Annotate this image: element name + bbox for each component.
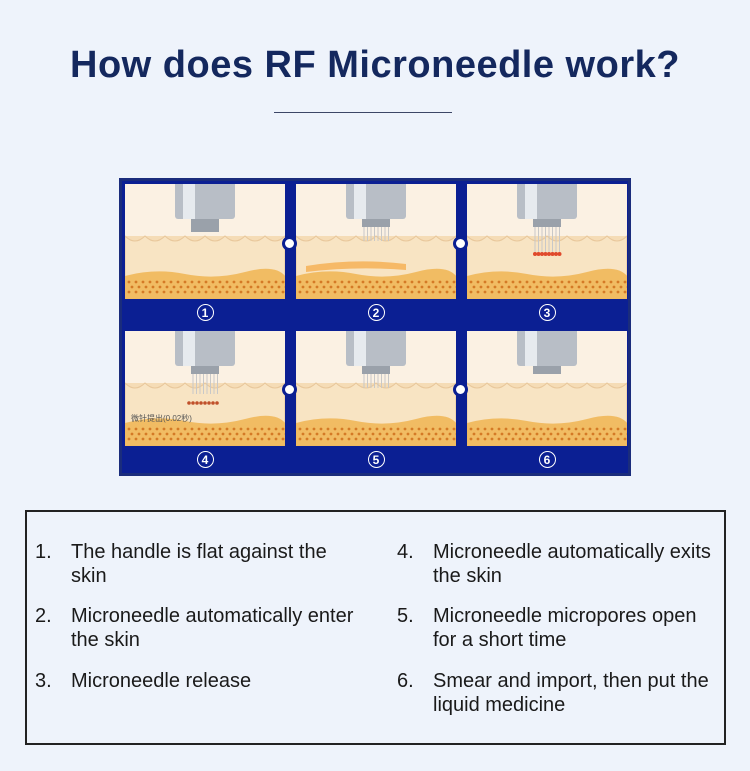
diagram-panel-2 <box>296 184 456 299</box>
panel-number-bar: 4 <box>122 446 288 473</box>
steps-list: 1. The handle is flat against the skin 2… <box>25 510 726 745</box>
microneedle-illustration <box>467 184 627 299</box>
title-divider <box>274 112 452 113</box>
step-text: Smear and import, then put the liquid me… <box>433 670 709 716</box>
step-4: 4. Microneedle automatically exits the s… <box>397 540 715 588</box>
step-number-badge: 3 <box>538 304 556 321</box>
panel-number-bar: 5 <box>293 446 459 473</box>
step-number: 3. <box>35 670 52 692</box>
step-text: Microneedle automatically exits the skin <box>433 541 711 587</box>
microneedle-illustration <box>296 184 456 299</box>
diagram-panel-4: 微针提出(0.02秒) <box>125 331 285 446</box>
microneedle-illustration <box>125 331 285 446</box>
panel-connector-dot <box>453 236 468 251</box>
panel-connector-dot <box>282 236 297 251</box>
microneedle-illustration <box>125 184 285 299</box>
diagram-panel-3 <box>467 184 627 299</box>
rf-microneedle-diagram: 1 2 3 微针提出(0.02秒) 4 5 6 <box>119 178 631 476</box>
step-text: Microneedle micropores open for a short … <box>433 605 697 651</box>
step-3: 3. Microneedle release <box>35 669 365 693</box>
panel-number-bar: 2 <box>293 299 459 326</box>
diagram-panel-6 <box>467 331 627 446</box>
step-number: 4. <box>397 541 414 563</box>
microneedle-illustration <box>296 331 456 446</box>
diagram-panel-1 <box>125 184 285 299</box>
page-title: How does RF Microneedle work? <box>70 44 680 86</box>
panel-number-bar: 3 <box>464 299 630 326</box>
step-number-badge: 1 <box>196 304 214 321</box>
panel-connector-dot <box>282 382 297 397</box>
panel-connector-dot <box>453 382 468 397</box>
step-text: Microneedle automatically enter the skin <box>71 605 354 651</box>
step-number-badge: 4 <box>196 451 214 468</box>
panel-number-bar: 1 <box>122 299 288 326</box>
step-number-badge: 5 <box>367 451 385 468</box>
step-6: 6. Smear and import, then put the liquid… <box>397 669 715 717</box>
microneedle-illustration <box>467 331 627 446</box>
diagram-panel-5 <box>296 331 456 446</box>
step-number: 6. <box>397 670 414 692</box>
step-text: Microneedle release <box>71 670 252 692</box>
step-5: 5. Microneedle micropores open for a sho… <box>397 604 715 652</box>
step-number: 1. <box>35 541 52 563</box>
step-number: 5. <box>397 605 414 627</box>
step-number-badge: 2 <box>367 304 385 321</box>
panel-number-bar: 6 <box>464 446 630 473</box>
step-2: 2. Microneedle automatically enter the s… <box>35 604 365 652</box>
step-number-badge: 6 <box>538 451 556 468</box>
step-number: 2. <box>35 605 52 627</box>
step-1: 1. The handle is flat against the skin <box>35 540 365 588</box>
step-text: The handle is flat against the skin <box>71 541 327 587</box>
panel-caption: 微针提出(0.02秒) <box>131 414 192 423</box>
